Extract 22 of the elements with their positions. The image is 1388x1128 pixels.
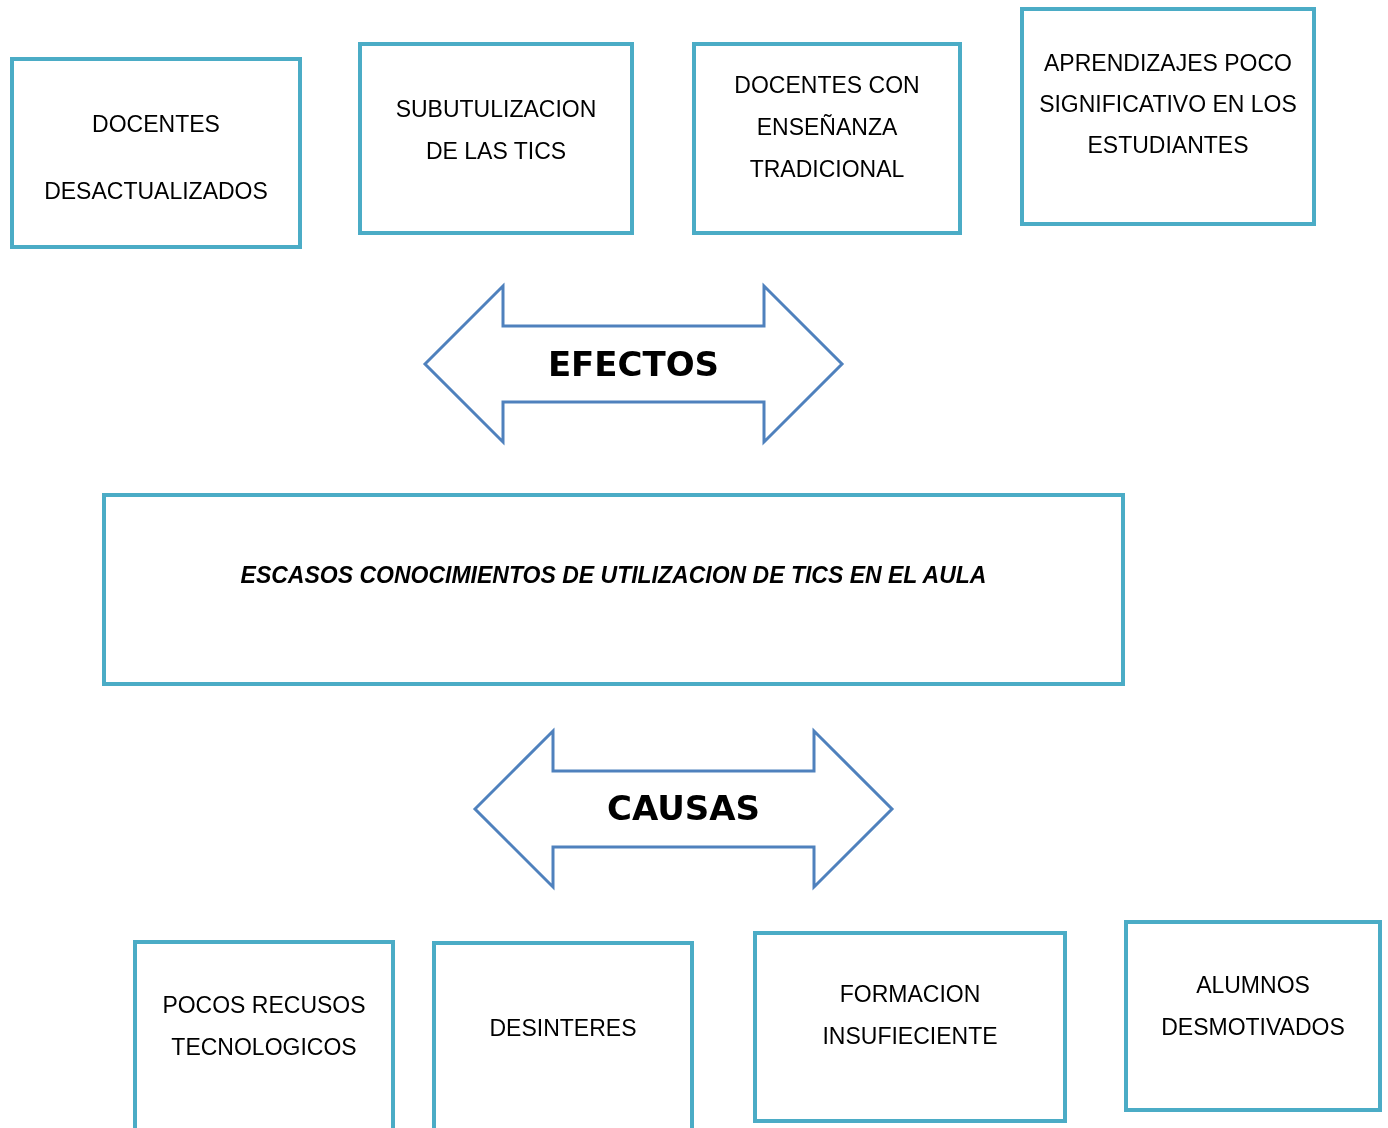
text-box xyxy=(10,57,302,249)
box-text: POCOS RECUSOS TECNOLOGICOS xyxy=(161,991,367,1062)
box-text: APRENDIZAJES POCO SIGNIFICATIVO EN LOS ESTUDIANTES xyxy=(1038,49,1298,160)
text-box xyxy=(1020,7,1316,226)
box-text: ESCASOS CONOCIMIENTOS DE UTILIZACION DE TICS EN EL AULA xyxy=(240,561,987,590)
box-text: DESINTERES xyxy=(489,1014,637,1043)
text-box xyxy=(692,42,962,235)
double-block-arrow xyxy=(472,726,895,891)
arrow-label: EFECTOS xyxy=(547,342,720,386)
problem-box xyxy=(102,493,1125,686)
box-text: FORMACION INSUFIECIENTE xyxy=(821,980,999,1051)
text-box xyxy=(1124,920,1382,1112)
arrow-label: CAUSAS xyxy=(606,787,761,830)
text-box xyxy=(358,42,634,235)
text-box xyxy=(432,941,694,1128)
box-text: ALUMNOS DESMOTIVADOS xyxy=(1160,971,1346,1042)
box-text: DOCENTES CON ENSEÑANZA TRADICIONAL xyxy=(733,71,921,184)
box-text: SUBUTULIZACION DE LAS TICS xyxy=(394,95,598,166)
double-block-arrow xyxy=(422,282,845,446)
text-box xyxy=(753,931,1067,1123)
box-text: DOCENTES DESACTUALIZADOS xyxy=(43,110,269,206)
text-box xyxy=(133,940,395,1128)
